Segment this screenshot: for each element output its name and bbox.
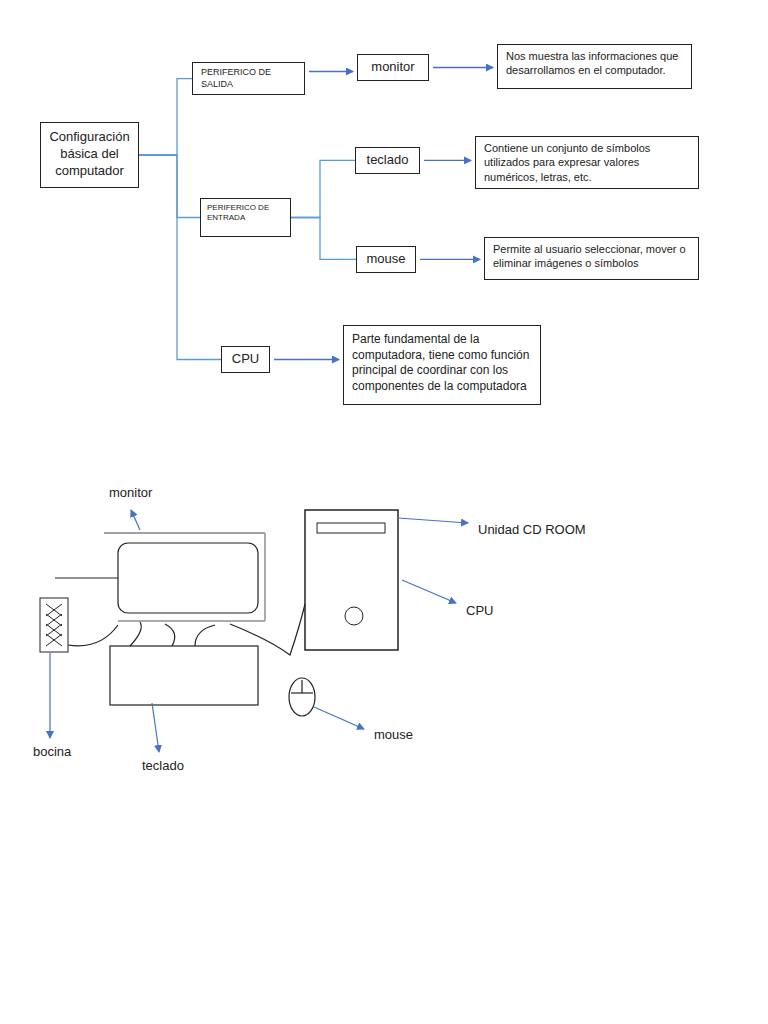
- concept-box: CPU: [221, 346, 270, 373]
- monitor-drawing: [55, 533, 265, 621]
- box-text: Permite al usuario seleccionar, mover o …: [493, 242, 690, 271]
- part-label: bocina: [32, 744, 72, 759]
- box-text: Contiene un conjunto de símbolos utiliza…: [484, 141, 690, 184]
- concept-box: Contiene un conjunto de símbolos utiliza…: [475, 136, 699, 189]
- part-label: Unidad CD ROOM: [477, 522, 587, 537]
- box-text: Configuración básica del computador: [45, 129, 134, 180]
- connector: [139, 155, 200, 218]
- concept-box: teclado: [355, 147, 420, 174]
- concept-box: mouse: [356, 246, 416, 273]
- connector: [291, 218, 356, 260]
- box-text: teclado: [360, 152, 415, 169]
- tower-drawing: [305, 510, 398, 650]
- connector: [291, 160, 355, 217]
- speaker-drawing: [40, 598, 68, 652]
- connector: [139, 155, 221, 360]
- connector: [433, 67, 493, 68]
- leader-lines: [50, 510, 468, 752]
- concept-box: Parte fundamental de la computadora, tie…: [343, 325, 541, 405]
- box-text: PERIFERICO DE ENTRADA: [207, 203, 284, 224]
- connector: [424, 160, 471, 161]
- box-text: CPU: [226, 351, 265, 368]
- part-label: teclado: [141, 758, 185, 773]
- concept-box: PERIFERICO DE SALIDA: [192, 62, 305, 95]
- concept-box: monitor: [357, 54, 429, 81]
- connector: [309, 71, 353, 72]
- connector: [274, 359, 339, 360]
- mouse-drawing: [289, 678, 315, 716]
- keyboard-drawing: [110, 646, 258, 705]
- concept-box: PERIFERICO DE ENTRADA: [200, 198, 291, 237]
- part-label: mouse: [373, 727, 414, 742]
- cables: [68, 604, 305, 655]
- part-label: CPU: [465, 603, 494, 618]
- box-text: Nos muestra las informaciones que desarr…: [506, 49, 683, 78]
- box-text: monitor: [362, 59, 424, 76]
- connector: [139, 79, 192, 155]
- box-text: PERIFERICO DE SALIDA: [201, 67, 296, 90]
- connector: [420, 259, 480, 260]
- concept-box: Permite al usuario seleccionar, mover o …: [484, 237, 699, 280]
- box-text: Parte fundamental de la computadora, tie…: [352, 332, 532, 394]
- box-text: mouse: [361, 251, 411, 268]
- part-label: monitor: [108, 485, 153, 500]
- concept-box: Configuración básica del computador: [40, 122, 139, 188]
- concept-box: Nos muestra las informaciones que desarr…: [497, 44, 692, 89]
